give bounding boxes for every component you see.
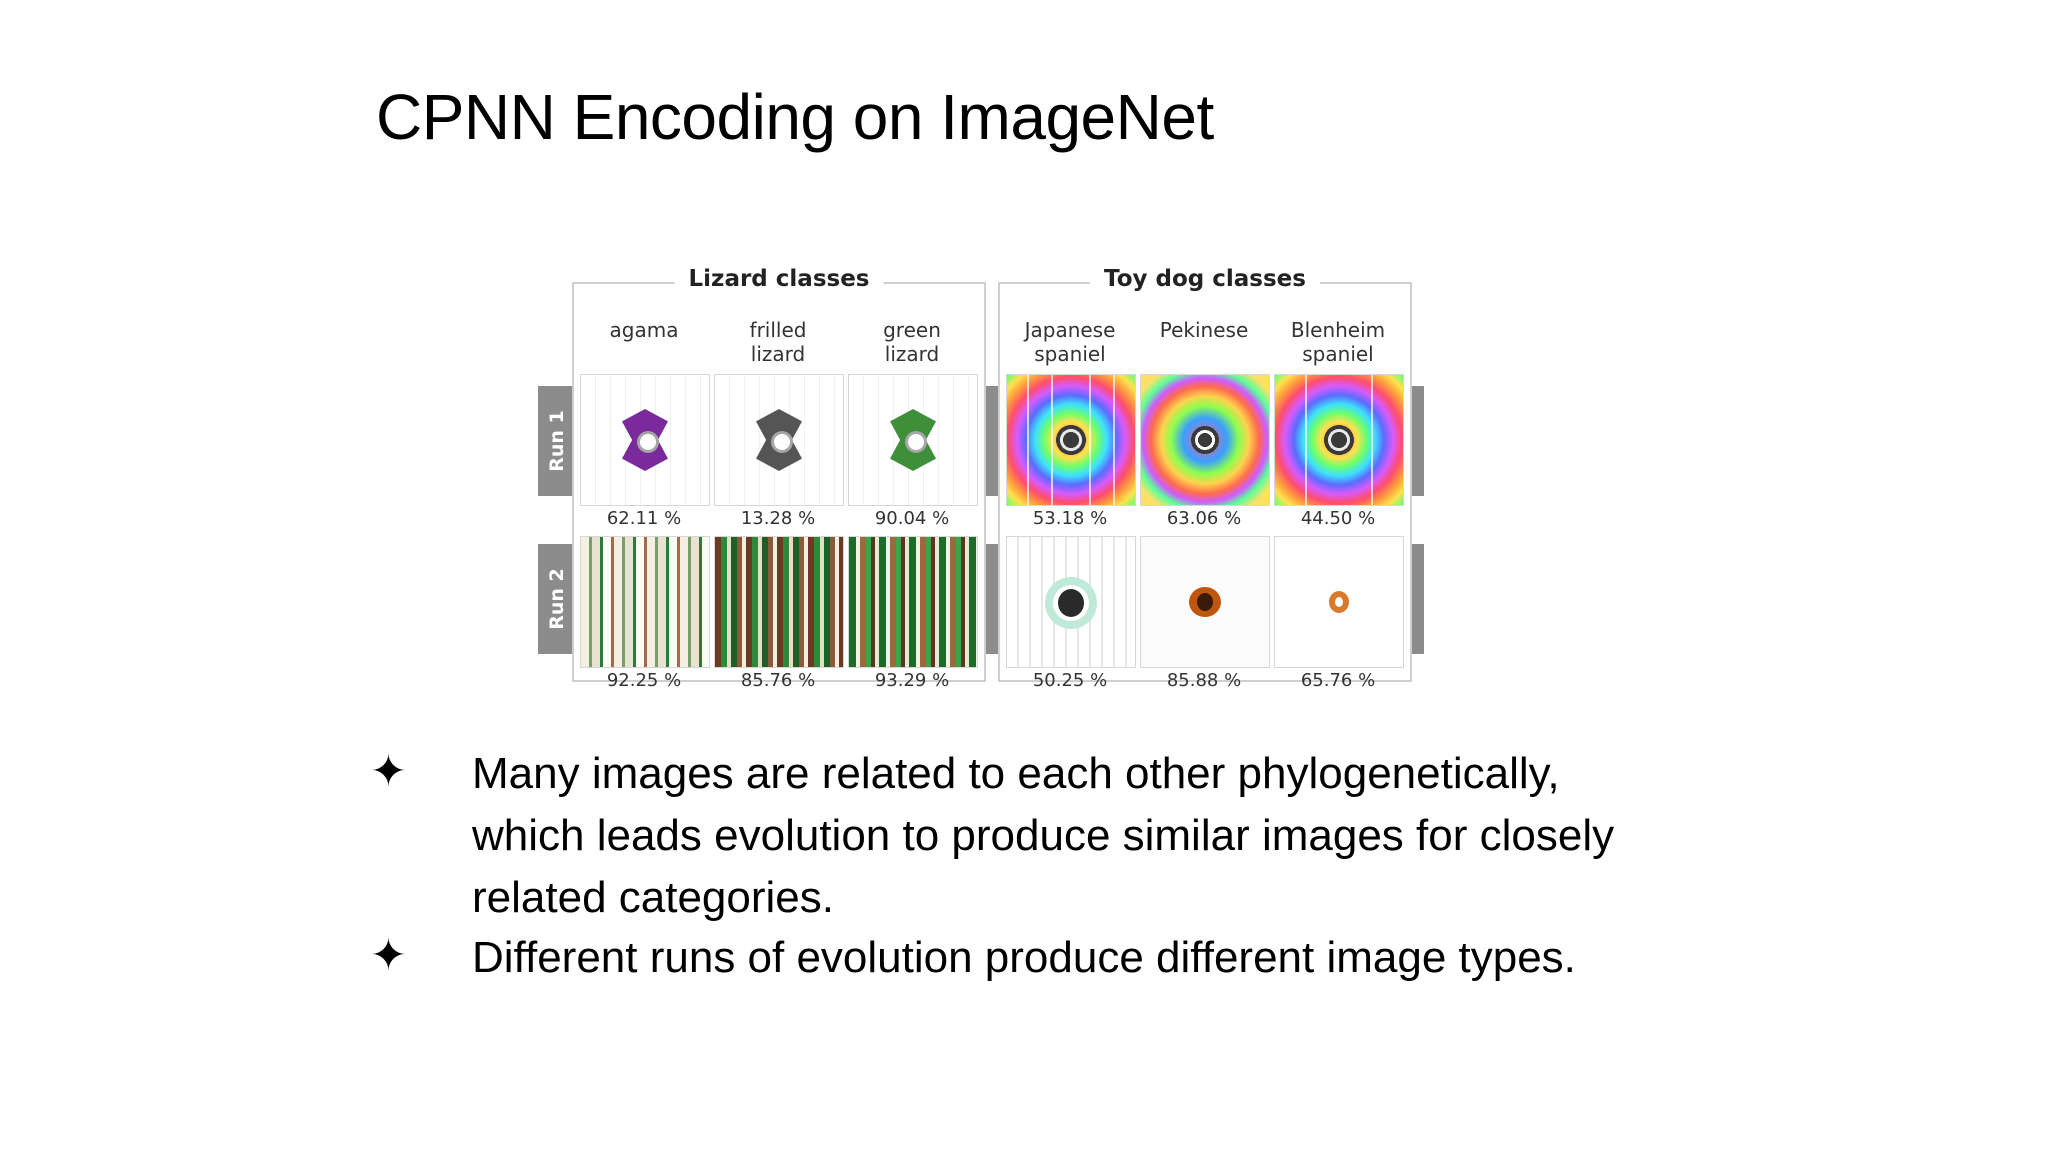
green-lizard-run2-image [848,536,978,668]
pekinese-run2-pct: 85.88 % [1166,670,1242,691]
lizard-group-title: Lizard classes [674,266,884,292]
run-2-label: Run 2 [546,568,568,630]
bullet-item-1-text: Many images are related to each other ph… [472,749,1615,922]
dog-group-title: Toy dog classes [1090,266,1320,292]
frilled-lizard-run2-pct: 85.76 % [740,670,816,691]
bullet-item-2-text: Different runs of evolution produce diff… [472,933,1576,982]
pekinese-run2-image [1140,536,1270,668]
agama-run2-pct: 92.25 % [606,670,682,691]
japanese-spaniel-run1-pct: 53.18 % [1032,508,1108,529]
pekinese-run1-image [1140,374,1270,506]
frilled-lizard-run1-pct: 13.28 % [740,508,816,529]
blenheim-spaniel-run1-pct: 44.50 % [1300,508,1376,529]
japanese-spaniel-run2-pct: 50.25 % [1032,670,1108,691]
blenheim-spaniel-run2-pct: 65.76 % [1300,670,1376,691]
cpnn-figure: Run 1 Run 2 Lizard classes agama frilled… [538,262,1426,702]
green-lizard-run1-pct: 90.04 % [874,508,950,529]
run-2-tab: Run 2 [538,544,576,654]
bullet-item-1: Many images are related to each other ph… [472,743,1732,929]
blenheim-spaniel-run2-image [1274,536,1404,668]
column-label-agama: agama [609,318,679,342]
agama-run2-image [580,536,710,668]
bullet-item-2: Different runs of evolution produce diff… [472,927,1732,989]
pekinese-run1-pct: 63.06 % [1166,508,1242,529]
japanese-spaniel-run2-image [1006,536,1136,668]
four-point-star-icon: ✦ [370,930,407,981]
frilled-lizard-run1-image [714,374,844,506]
blenheim-spaniel-run1-image [1274,374,1404,506]
agama-run1-image [580,374,710,506]
four-point-star-icon: ✦ [370,746,407,797]
japanese-spaniel-run1-image [1006,374,1136,506]
agama-run1-pct: 62.11 % [606,508,682,529]
run-1-label: Run 1 [546,410,568,472]
connector-tab [982,544,1002,654]
frilled-lizard-run2-image [714,536,844,668]
green-lizard-run1-image [848,374,978,506]
slide-title: CPNN Encoding on ImageNet [376,81,1214,153]
connector-tab [982,386,1002,496]
column-label-pekinese: Pekinese [1159,318,1249,342]
green-lizard-run2-pct: 93.29 % [874,670,950,691]
run-1-tab: Run 1 [538,386,576,496]
